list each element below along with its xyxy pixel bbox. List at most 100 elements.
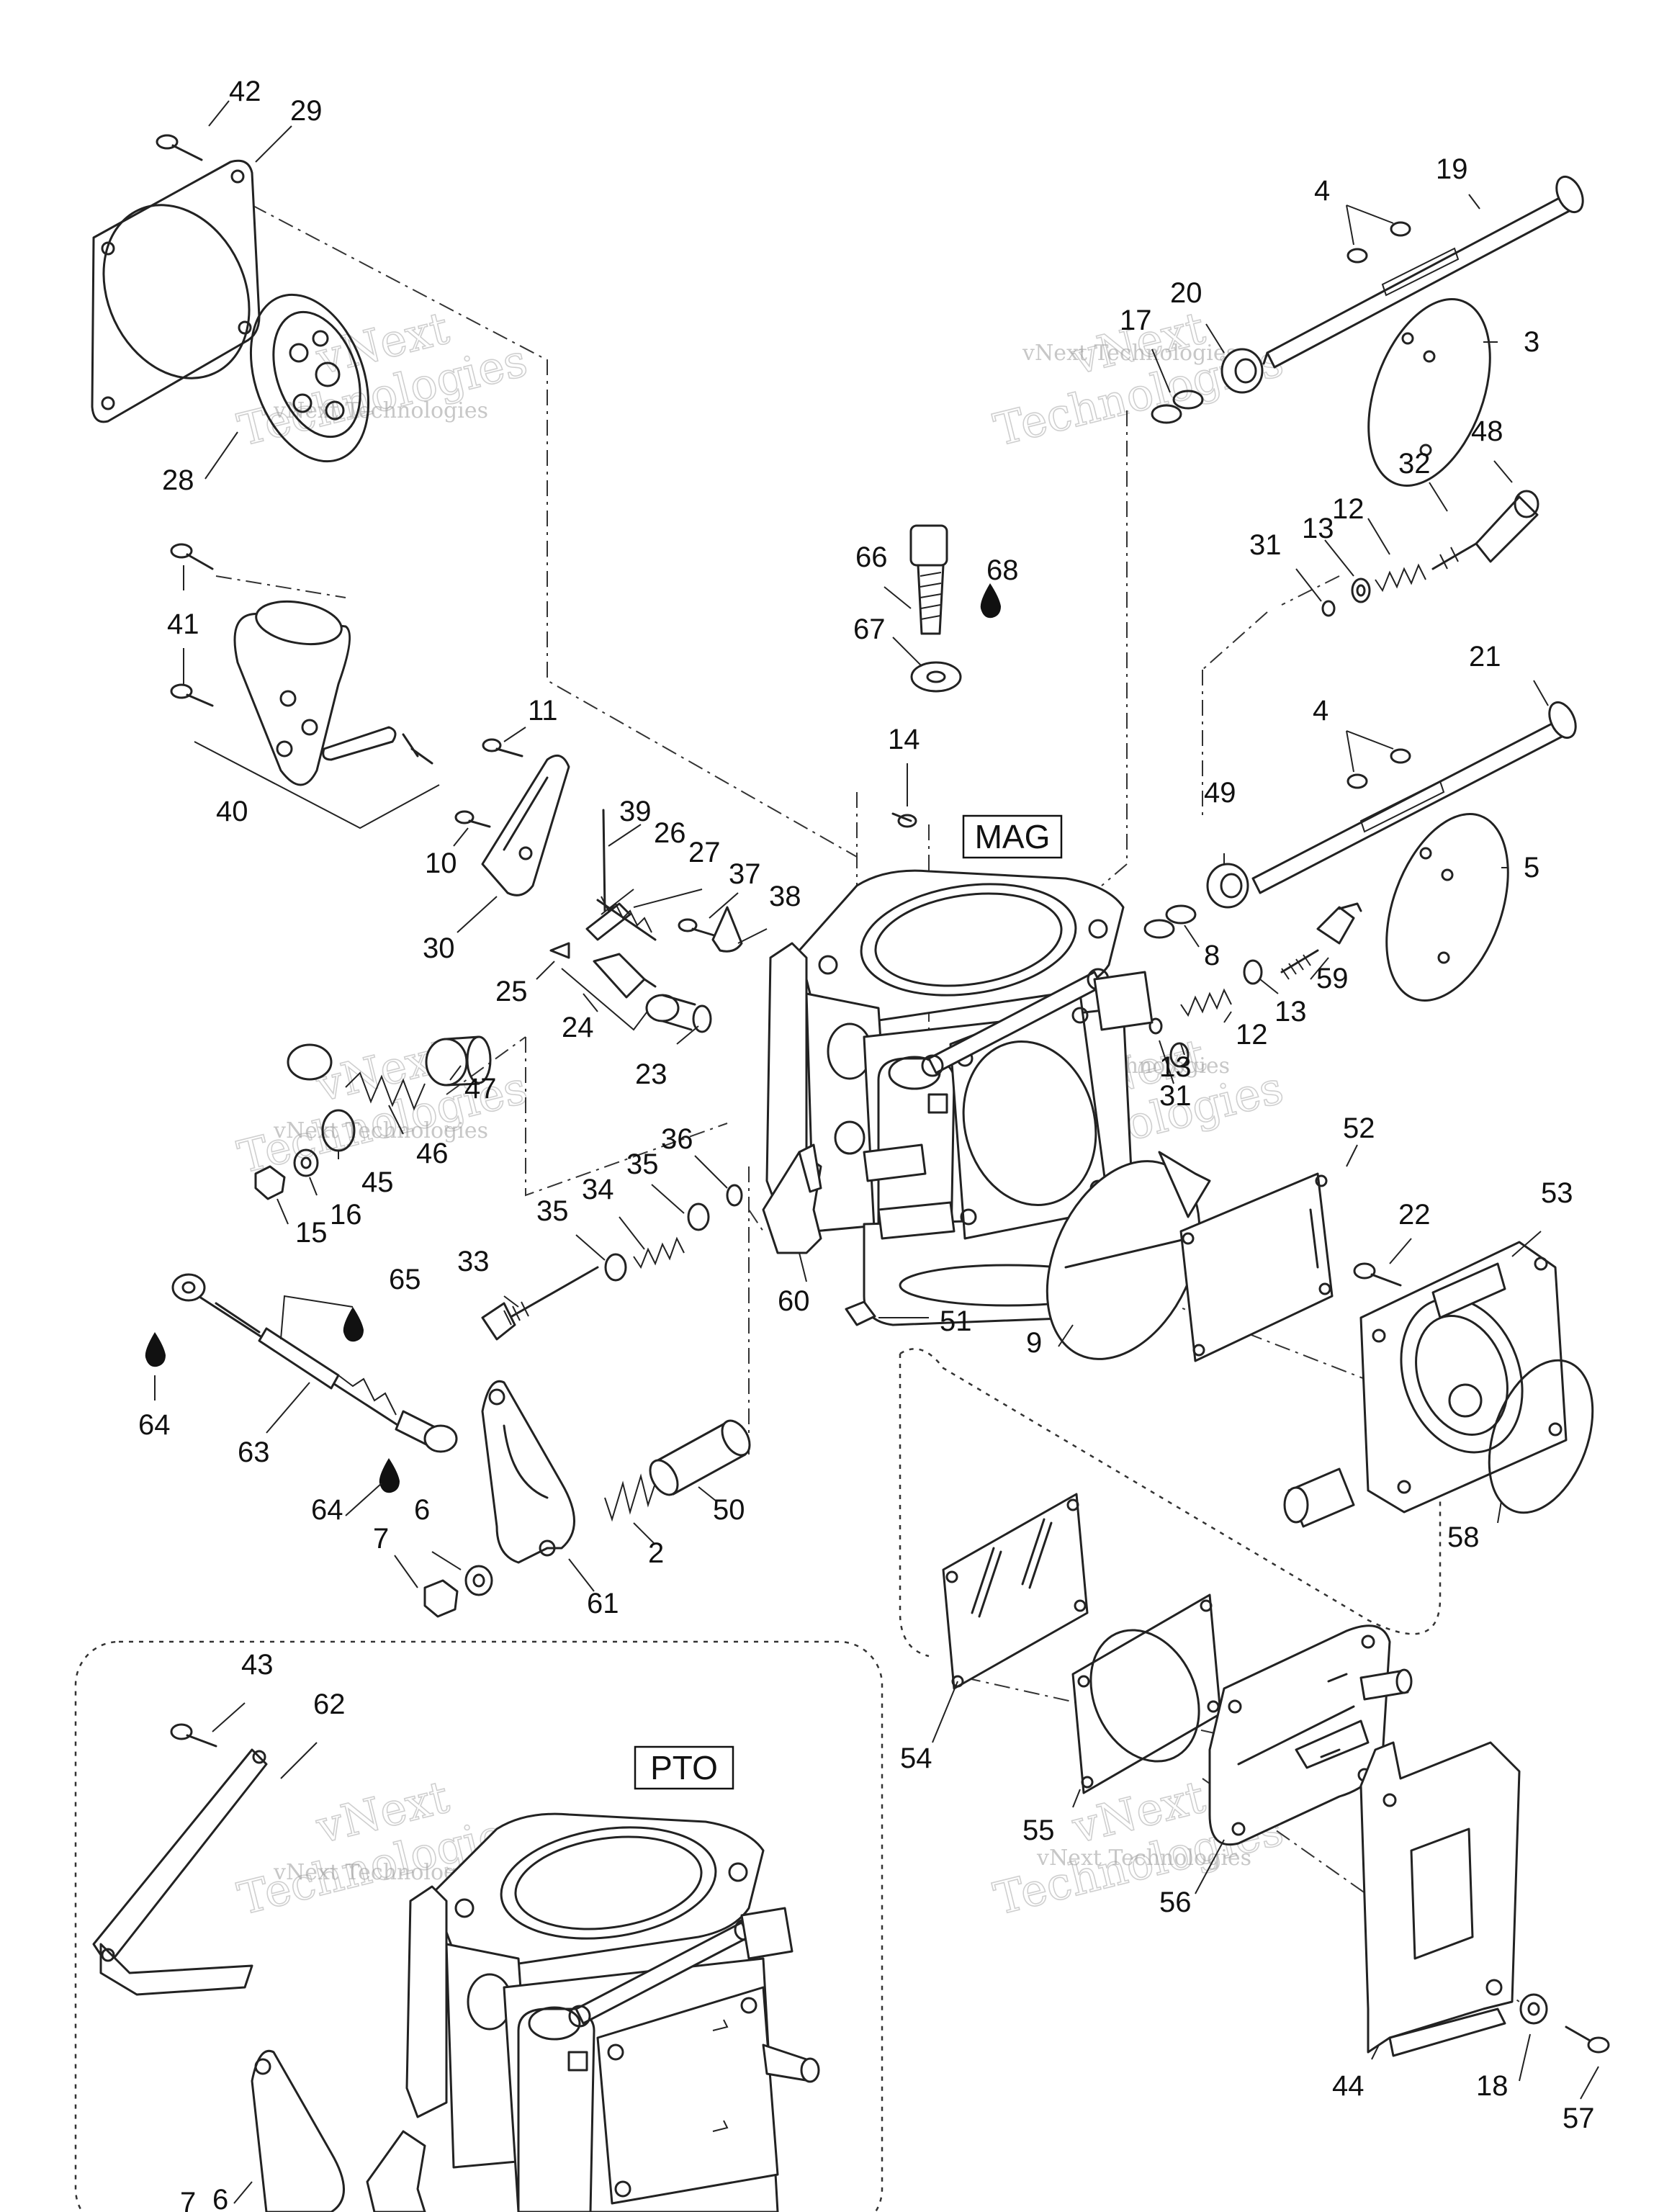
part-5-throttle-plate xyxy=(1385,813,1509,1002)
part-61-bracket-pto xyxy=(251,2050,345,2212)
callout-18: 18 xyxy=(1476,2070,1509,2102)
callout-39: 39 xyxy=(619,796,652,827)
callout-4: 4 xyxy=(1314,175,1330,207)
part-13-washer-b xyxy=(1243,959,1263,985)
callout-34: 34 xyxy=(582,1174,614,1205)
part-51-nut xyxy=(845,1300,876,1326)
callout-3: 3 xyxy=(1524,326,1539,358)
pto-view-boundary xyxy=(74,1640,884,2212)
callout-23: 23 xyxy=(635,1058,667,1090)
callout-40: 40 xyxy=(216,796,248,827)
part-67-washer xyxy=(910,661,962,693)
callout-11: 11 xyxy=(528,695,558,727)
part-62-heat-shield xyxy=(92,1748,268,1996)
part-61-bracket xyxy=(481,1380,575,1564)
part-59-actuator xyxy=(1280,902,1362,980)
callout-13: 13 xyxy=(1159,1051,1192,1083)
mag-view-label: MAG xyxy=(962,814,1063,859)
carburetor-body-pto xyxy=(405,1812,820,2212)
callout-57: 57 xyxy=(1563,2103,1595,2134)
callout-25: 25 xyxy=(495,976,528,1007)
part-49-bushing xyxy=(1206,863,1249,909)
callout-45: 45 xyxy=(361,1166,394,1198)
part-38-clip xyxy=(711,906,743,953)
callout-20: 20 xyxy=(1170,277,1202,309)
part-47-bushing xyxy=(425,1035,492,1087)
callout-6: 6 xyxy=(212,2184,228,2212)
part-11-screw xyxy=(482,738,523,757)
callout-61: 61 xyxy=(587,1588,619,1619)
callout-50: 50 xyxy=(713,1494,745,1526)
callout-32: 32 xyxy=(1398,448,1431,480)
part-13-washer-c xyxy=(1169,1042,1190,1068)
lubricant-drop-icon xyxy=(343,1307,364,1342)
callout-68: 68 xyxy=(986,554,1019,586)
part-15-nut xyxy=(254,1165,286,1200)
part-66-bolt xyxy=(909,524,948,635)
part-34-spring xyxy=(633,1236,685,1269)
part-52-gasket xyxy=(1179,1172,1334,1362)
part-55-gasket xyxy=(1071,1593,1222,1794)
callout-49: 49 xyxy=(1204,777,1236,809)
callout-12: 12 xyxy=(1332,493,1364,525)
callout-13: 13 xyxy=(1274,996,1307,1028)
part-29-cover-plate xyxy=(91,159,261,423)
part-57-screw xyxy=(1565,2026,1610,2054)
watermark: vNext Technologies vNext Technologies xyxy=(232,301,532,457)
part-23-seat xyxy=(645,994,712,1033)
callout-5: 5 xyxy=(1524,852,1539,884)
part-65-leader xyxy=(280,1295,354,1340)
svg-text:PTO: PTO xyxy=(650,1749,718,1786)
part-18-washer xyxy=(1519,1993,1548,2025)
part-6-washer xyxy=(464,1565,493,1596)
part-26-lever xyxy=(585,902,631,941)
part-27-spring xyxy=(596,896,657,941)
callout-numbers: 42 29 19 4 20 17 3 28 48 32 31 13 12 66 … xyxy=(138,76,1595,2212)
part-22-screw xyxy=(1353,1262,1402,1287)
callout-38: 38 xyxy=(769,881,801,912)
callout-64: 64 xyxy=(311,1494,343,1526)
callout-37: 37 xyxy=(729,858,761,890)
part-60-lever xyxy=(762,1143,822,1254)
callout-22: 22 xyxy=(1398,1199,1431,1231)
part-14-screw xyxy=(891,812,917,828)
part-8-seals xyxy=(1143,904,1197,939)
part-33-mixture-screw xyxy=(481,1266,599,1341)
part-3-throttle-plate xyxy=(1367,298,1491,487)
part-35-washer xyxy=(604,1202,710,1282)
callout-16: 16 xyxy=(330,1199,362,1231)
part-17-seals xyxy=(1151,390,1204,424)
part-44-bracket xyxy=(1359,1741,1521,2057)
part-31-o-ring-b xyxy=(1148,1017,1163,1035)
callout-41: 41 xyxy=(167,608,199,640)
gasket-kit-boundary xyxy=(899,1348,1442,1658)
callout-51: 51 xyxy=(940,1305,972,1337)
callout-60: 60 xyxy=(778,1285,810,1317)
callout-54: 54 xyxy=(900,1743,932,1774)
part-12-spring xyxy=(1375,563,1426,593)
callout-14: 14 xyxy=(888,724,920,755)
callout-21: 21 xyxy=(1469,641,1501,673)
callout-19: 19 xyxy=(1436,153,1468,185)
callout-35: 35 xyxy=(536,1195,569,1227)
callout-44: 44 xyxy=(1332,2070,1364,2102)
part-39-pin xyxy=(602,809,606,912)
callout-63: 63 xyxy=(238,1437,270,1468)
callout-15: 15 xyxy=(295,1217,328,1249)
pto-view-label: PTO xyxy=(634,1745,734,1790)
part-30-gasket xyxy=(481,754,570,896)
callout-65: 65 xyxy=(389,1264,421,1295)
callout-35: 35 xyxy=(626,1148,659,1180)
callout-6: 6 xyxy=(414,1494,430,1526)
part-13-washer xyxy=(1351,577,1371,603)
callout-64: 64 xyxy=(138,1409,171,1441)
callout-67: 67 xyxy=(853,613,886,645)
callout-46: 46 xyxy=(416,1138,449,1169)
svg-text:vNext Technologies: vNext Technologies xyxy=(1036,1845,1251,1871)
callout-62: 62 xyxy=(313,1689,346,1720)
callout-27: 27 xyxy=(688,837,721,868)
callout-58: 58 xyxy=(1447,1521,1480,1553)
part-36-o-ring xyxy=(726,1184,743,1207)
part-46-spring xyxy=(287,1043,426,1111)
part-28-diaphragm xyxy=(249,293,370,463)
